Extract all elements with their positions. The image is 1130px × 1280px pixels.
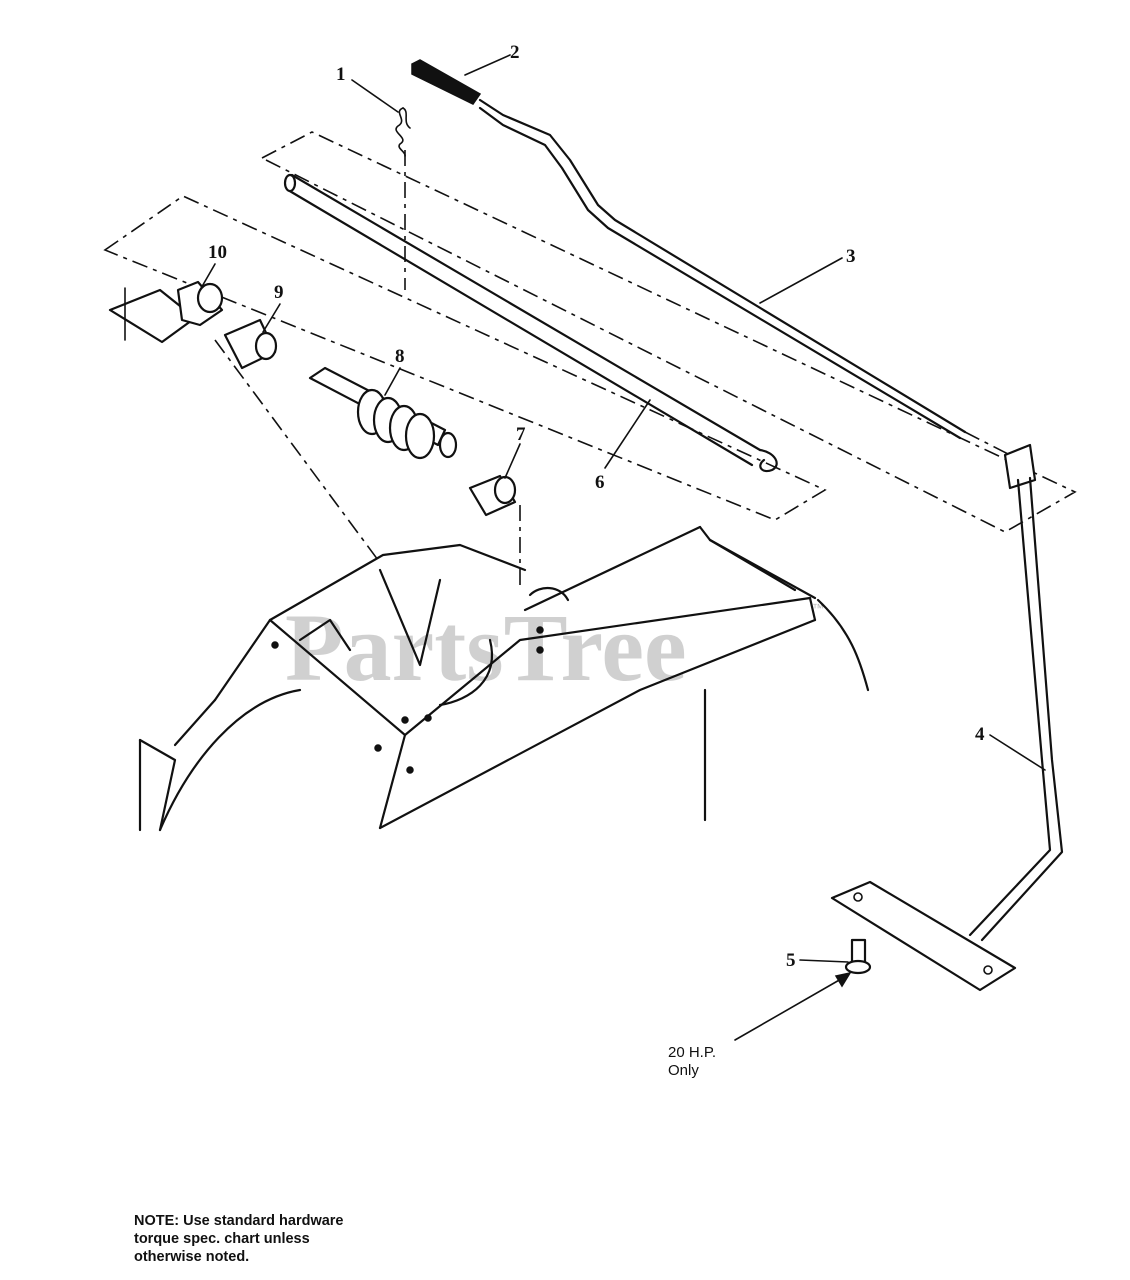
svg-text:1: 1 bbox=[336, 64, 346, 85]
svg-text:3: 3 bbox=[846, 246, 856, 267]
callout-1: 1 bbox=[336, 64, 399, 113]
phantom-leader-lines bbox=[214, 150, 1013, 590]
hp-annotation-line1: 20 H.P. bbox=[668, 1044, 717, 1061]
bushing-right bbox=[468, 474, 517, 517]
tractor-frame bbox=[138, 525, 870, 832]
callout-8: 8 bbox=[384, 346, 405, 396]
pivot-bracket bbox=[108, 280, 224, 344]
knurled-grip bbox=[411, 59, 482, 105]
bolt bbox=[844, 938, 872, 975]
hp-annotation: 20 H.P. Only bbox=[668, 1044, 716, 1080]
svg-text:5: 5 bbox=[786, 950, 796, 971]
note-line1: NOTE: Use standard hardware bbox=[134, 1213, 344, 1229]
hairpin-clip bbox=[395, 107, 411, 157]
phantom-plane-upper bbox=[260, 131, 1077, 533]
callout-6: 6 bbox=[595, 399, 651, 493]
callout-3: 3 bbox=[759, 246, 856, 304]
svg-text:9: 9 bbox=[274, 282, 284, 303]
callout-7: 7 bbox=[504, 424, 526, 479]
bushing-left bbox=[223, 318, 278, 370]
lift-rod bbox=[478, 98, 967, 440]
svg-text:10: 10 bbox=[208, 242, 227, 263]
callout-10: 10 bbox=[199, 242, 227, 291]
watermark-trademark: ™ bbox=[812, 601, 824, 615]
hp-annotation-line2: Only bbox=[668, 1062, 699, 1079]
shaft-with-hook bbox=[283, 173, 778, 473]
svg-text:2: 2 bbox=[510, 42, 520, 63]
hp-leader-arrow bbox=[734, 971, 852, 1041]
note-line3: otherwise noted. bbox=[134, 1249, 250, 1265]
watermark: PartsTree bbox=[285, 594, 687, 701]
callout-4: 4 bbox=[975, 724, 1046, 771]
hardware-note: NOTE: Use standard hardware torque spec.… bbox=[134, 1212, 344, 1266]
svg-text:8: 8 bbox=[395, 346, 405, 367]
phantom-plane-lower bbox=[103, 195, 827, 521]
note-line2: torque spec. chart unless bbox=[134, 1231, 310, 1247]
svg-text:7: 7 bbox=[516, 424, 526, 445]
callout-9: 9 bbox=[262, 282, 284, 333]
callout-5: 5 bbox=[786, 950, 849, 971]
svg-text:4: 4 bbox=[975, 724, 985, 745]
lift-lever bbox=[830, 443, 1064, 992]
spring-shaft bbox=[308, 366, 458, 460]
callout-2: 2 bbox=[464, 42, 520, 76]
svg-text:6: 6 bbox=[595, 472, 605, 493]
